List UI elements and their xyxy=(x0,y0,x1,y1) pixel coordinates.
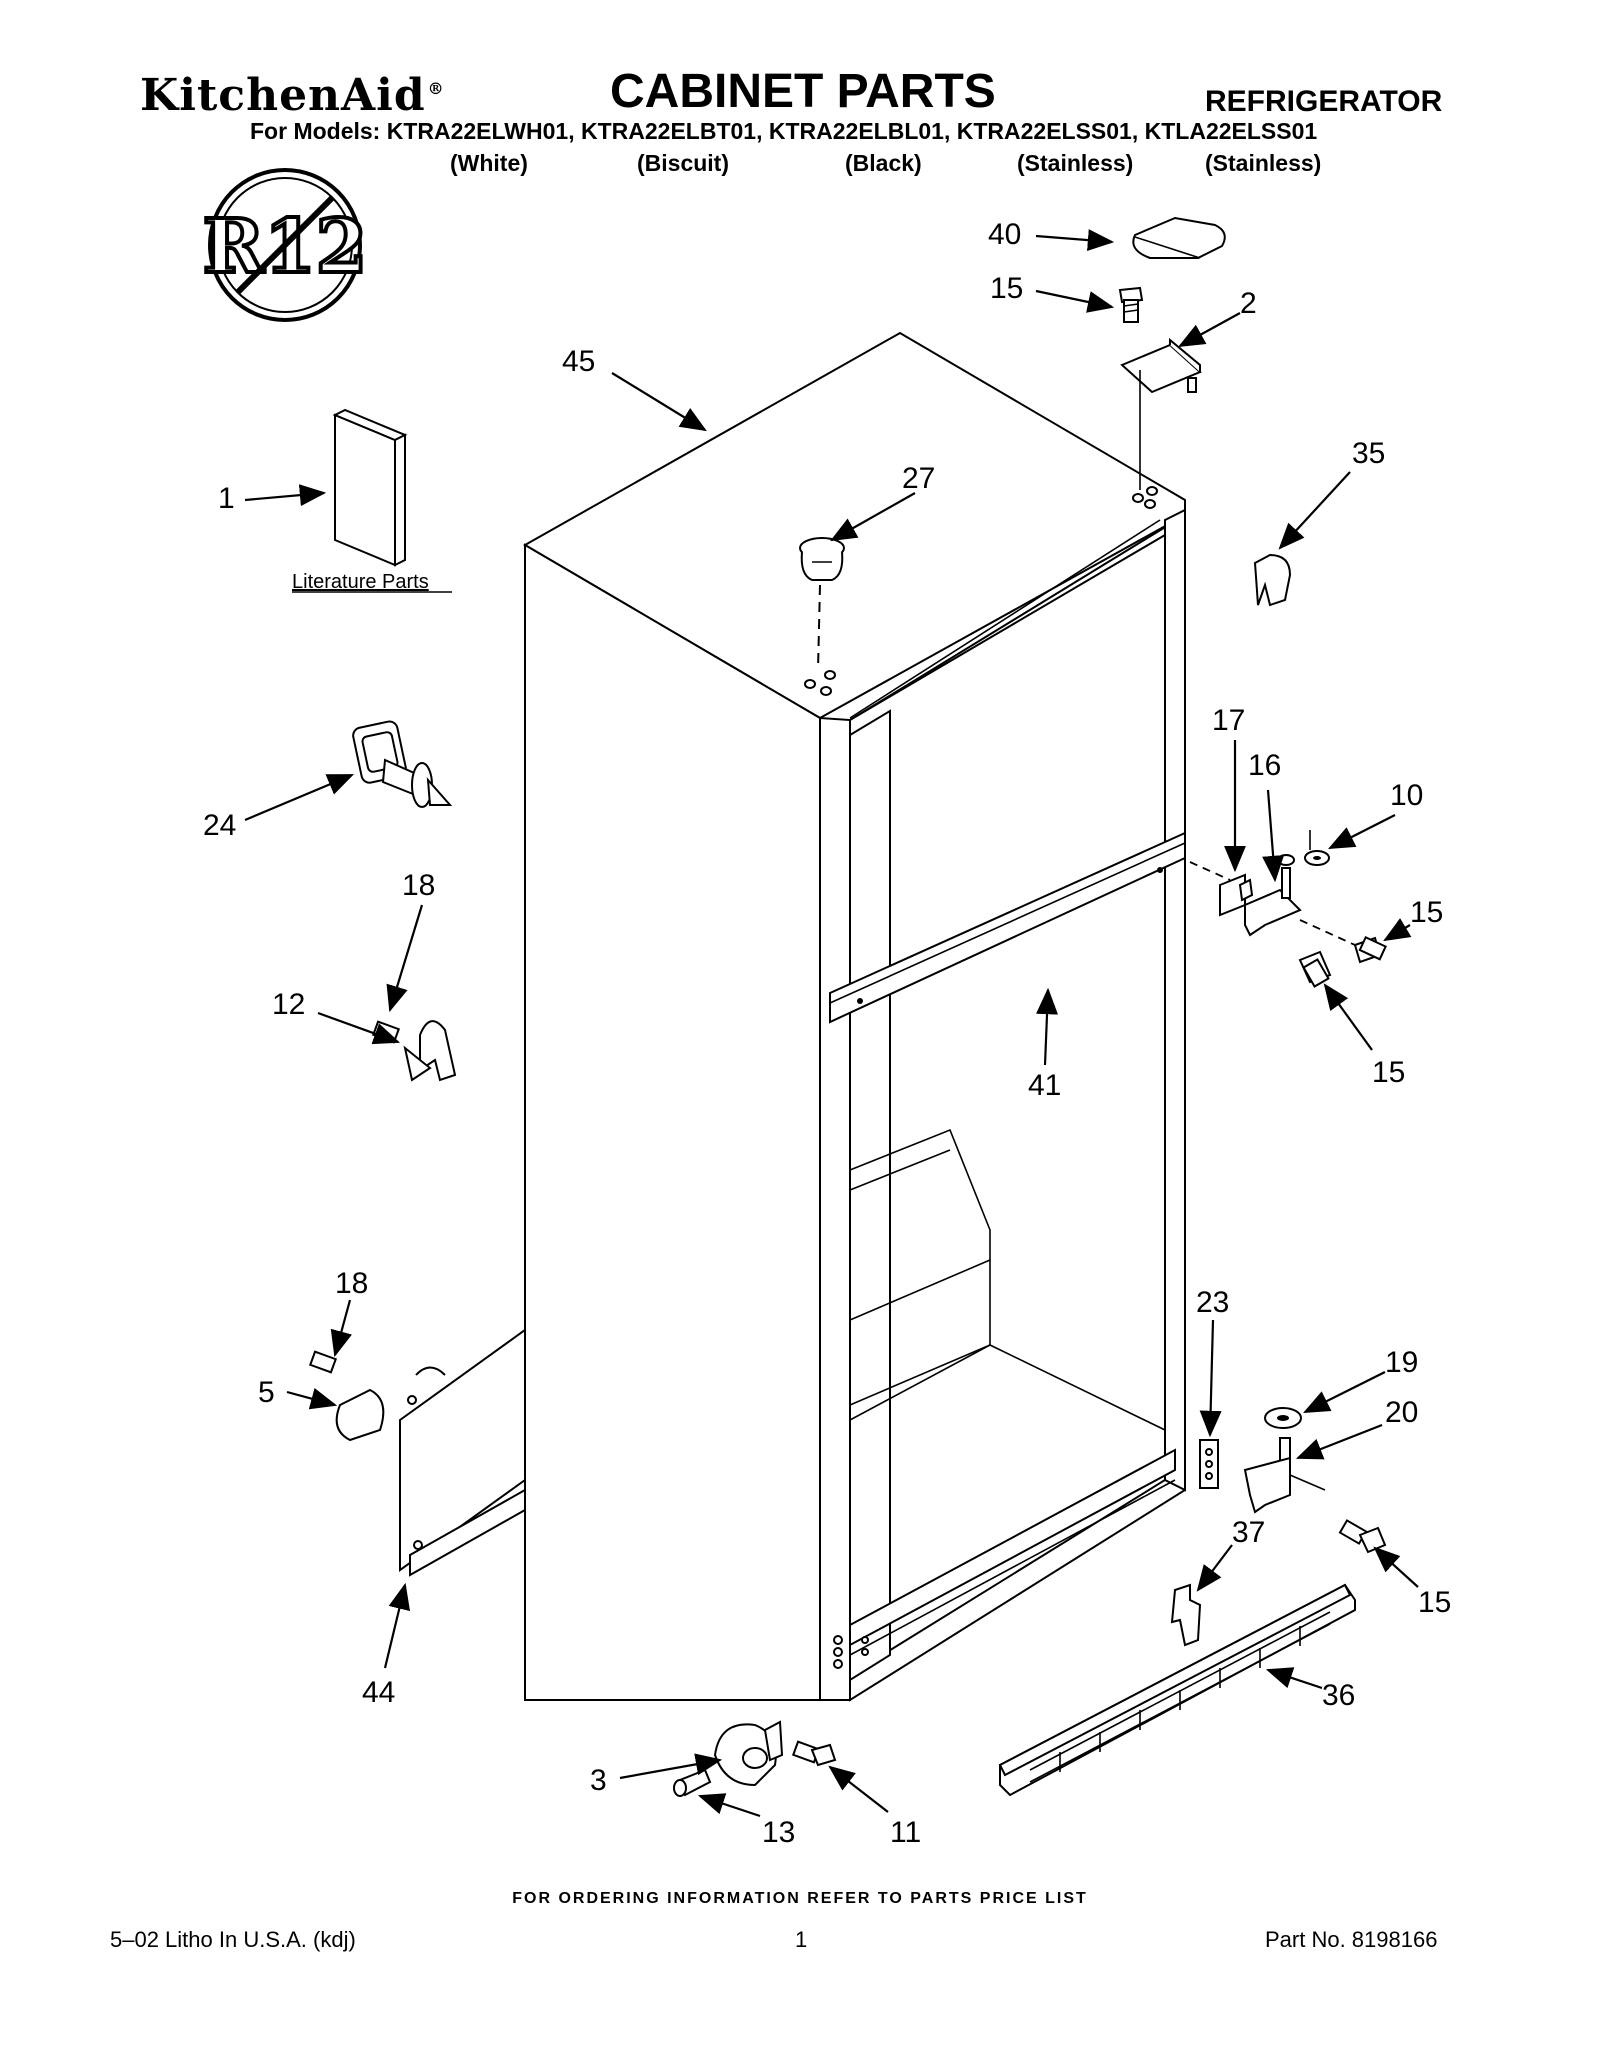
top-hinge-screw xyxy=(1118,286,1144,323)
callout-13: 13 xyxy=(762,1816,795,1849)
cabinet-body xyxy=(522,331,1186,1702)
callout-15-lower: 15 xyxy=(1418,1586,1451,1619)
callout-40: 40 xyxy=(988,218,1021,251)
literature-parts: Literature Parts xyxy=(292,408,452,593)
callout-19: 19 xyxy=(1385,1346,1418,1379)
models-line: For Models: KTRA22ELWH01, KTRA22ELBT01, … xyxy=(250,118,1318,144)
callout-18-lower: 18 xyxy=(335,1267,368,1300)
center-hinge-left xyxy=(371,1020,457,1082)
top-clip xyxy=(1253,553,1292,607)
callout-10: 10 xyxy=(1390,779,1423,812)
litho-info: 5–02 Litho In U.S.A. (kdj) xyxy=(110,1927,356,1952)
lower-hinge-shim xyxy=(1199,1439,1219,1489)
callout-44: 44 xyxy=(362,1676,395,1709)
literature-label: Literature Parts xyxy=(292,571,429,593)
ordering-note: FOR ORDERING INFORMATION REFER TO PARTS … xyxy=(512,1890,1088,1907)
color-stainless-2: (Stainless) xyxy=(1205,150,1322,176)
callout-3: 3 xyxy=(590,1764,607,1797)
callout-2: 2 xyxy=(1240,287,1257,320)
registered-mark: ® xyxy=(427,79,445,99)
callout-18-upper: 18 xyxy=(402,869,435,902)
callout-45: 45 xyxy=(562,345,595,378)
brand-name: KitchenAid xyxy=(140,70,426,121)
page-number: 1 xyxy=(795,1927,808,1952)
base-grille xyxy=(998,1583,1356,1797)
no-r12-badge: R12 xyxy=(201,168,369,322)
callout-17: 17 xyxy=(1212,704,1245,737)
part-number: Part No. 8198166 xyxy=(1265,1927,1438,1952)
callout-24: 24 xyxy=(203,809,236,842)
grille-clip xyxy=(1170,1583,1202,1647)
top-hinge xyxy=(1120,337,1202,490)
callout-20: 20 xyxy=(1385,1396,1418,1429)
callout-15-mid-a: 15 xyxy=(1410,896,1443,929)
color-biscuit: (Biscuit) xyxy=(637,150,729,176)
callout-35: 35 xyxy=(1352,437,1385,470)
callout-15-mid-b: 15 xyxy=(1372,1056,1405,1089)
product-type: REFRIGERATOR xyxy=(1205,85,1443,118)
roller-assembly xyxy=(673,1720,837,1797)
hinge-axle xyxy=(352,720,453,808)
callout-11: 11 xyxy=(890,1816,921,1849)
lower-hinge xyxy=(1243,1437,1326,1514)
callout-37: 37 xyxy=(1232,1516,1265,1549)
callout-numbers: 40 15 2 45 35 1 27 17 16 10 24 15 18 12 … xyxy=(203,218,1451,1849)
callout-5: 5 xyxy=(258,1376,275,1409)
hinge-cover xyxy=(1132,216,1226,259)
color-black: (Black) xyxy=(845,150,922,176)
page-title: CABINET PARTS xyxy=(610,65,996,118)
callout-41: 41 xyxy=(1028,1069,1061,1102)
top-plug xyxy=(799,537,845,671)
callout-23: 23 xyxy=(1196,1286,1229,1319)
callout-27: 27 xyxy=(902,462,935,495)
callout-12: 12 xyxy=(272,988,305,1021)
leader-lines xyxy=(244,229,1419,1818)
callout-15-top: 15 xyxy=(990,272,1023,305)
lower-left-plate xyxy=(308,1328,526,1577)
center-hinge-right xyxy=(1189,830,1387,988)
callout-16: 16 xyxy=(1248,749,1281,782)
callout-36: 36 xyxy=(1322,1679,1355,1712)
color-stainless-1: (Stainless) xyxy=(1017,150,1134,176)
brand-logo: KitchenAid® xyxy=(140,70,445,121)
callout-1: 1 xyxy=(218,482,235,515)
color-white: (White) xyxy=(450,150,528,176)
lower-hinge-screw xyxy=(1338,1519,1387,1554)
